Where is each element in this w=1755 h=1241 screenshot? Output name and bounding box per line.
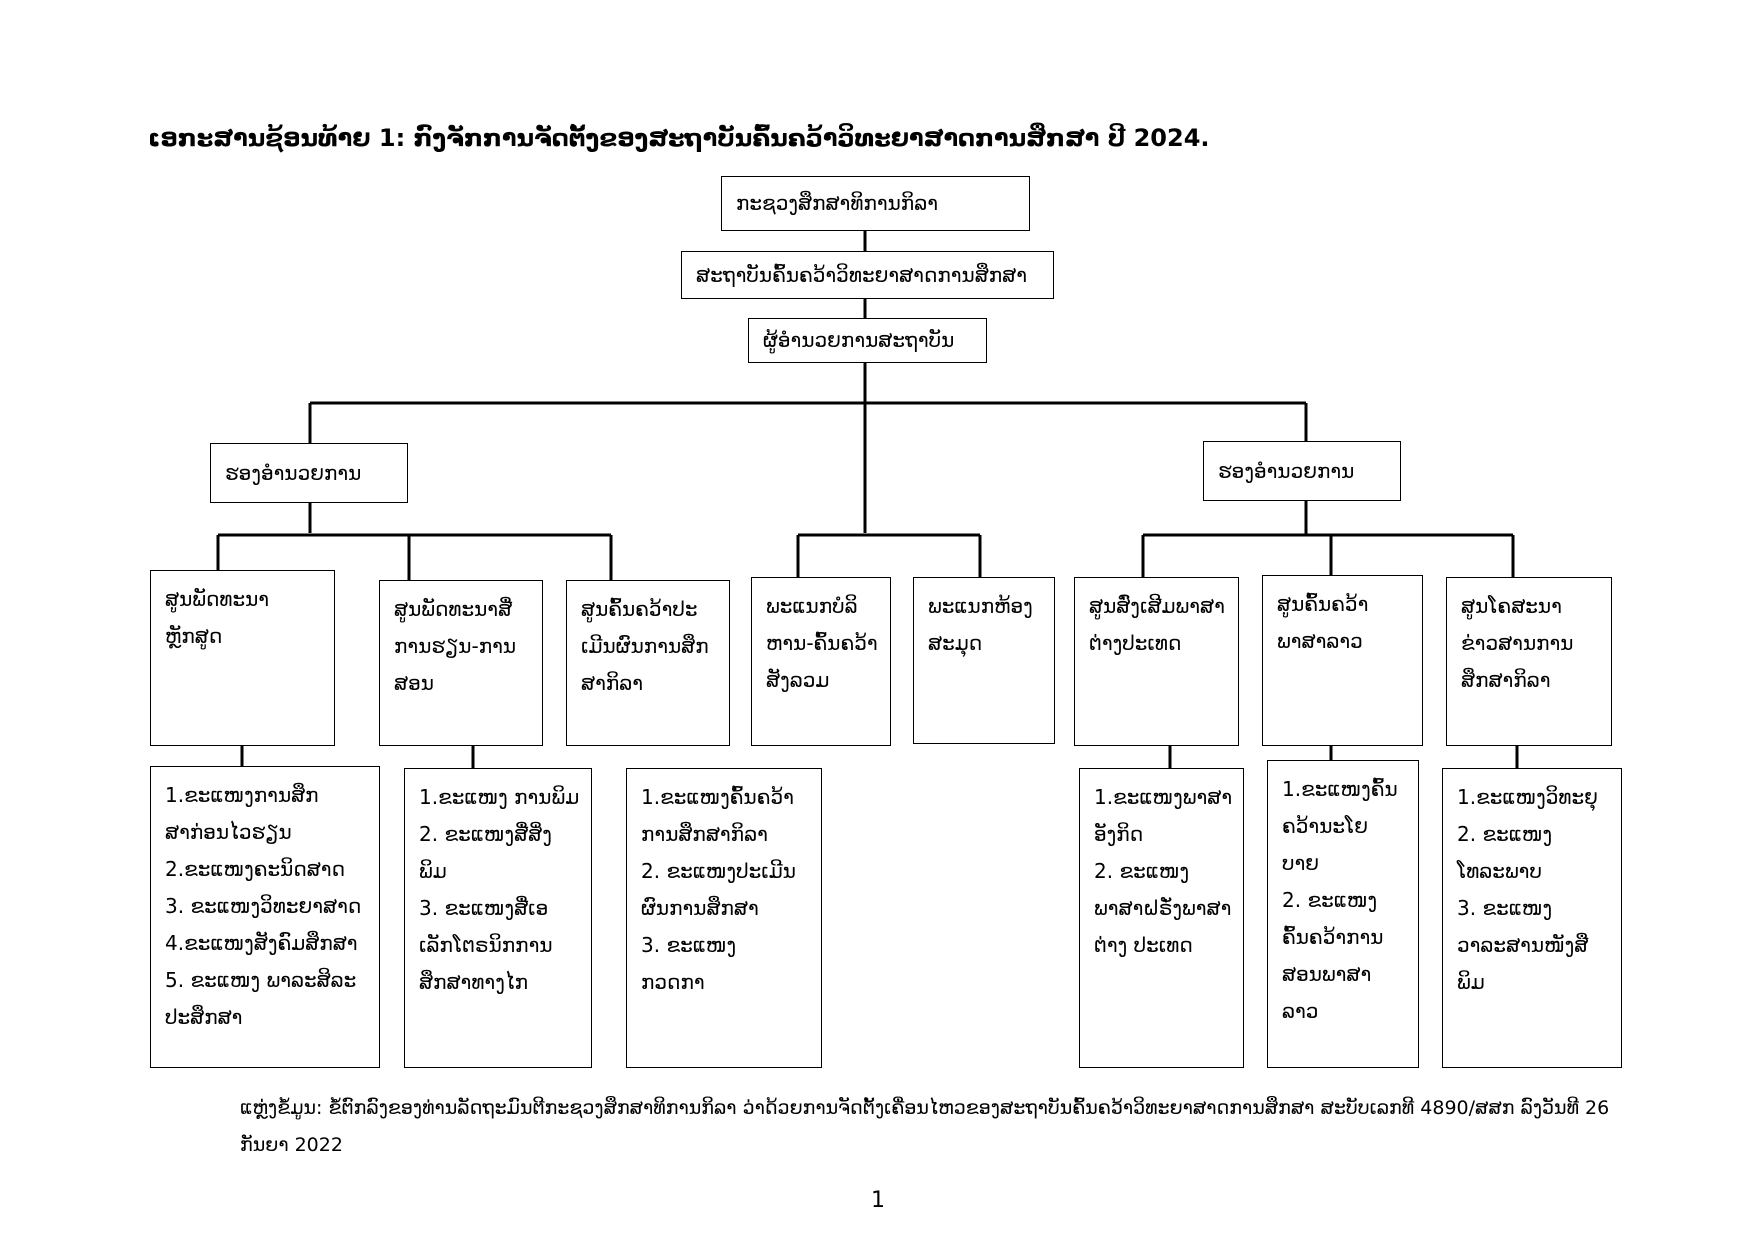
box-text: ສາກິລາ (581, 671, 644, 695)
box-text: ວາລະສານໜັງສື (1457, 933, 1589, 957)
deputy-director-right-box: ຮອງອຳນວຍການ (1203, 441, 1401, 501)
box-text: ການສຶກສາກິລາ (641, 822, 768, 846)
media-sections-box: 1.ຂະແໜງວິທະຍຸ 2. ຂະແໜງ ໂທລະພາບ 3. ຂະແໜງ … (1442, 768, 1622, 1068)
box-text: ປະສຶກສາ (165, 1005, 243, 1029)
box-text: ລາວ (1282, 999, 1319, 1023)
foreign-language-center-box: ສູນສົ່ງເສີມພາສາ ຕ່າງປະເທດ (1074, 577, 1239, 746)
admin-research-division-box: ພະແນກບໍລິ ຫານ-ຄົ້ນຄວ້າ ສັງລວມ (751, 577, 891, 746)
curriculum-sections-box: 1.ຂະແໜງການສຶກ ສາກ່ອນໄວຮຽນ 2.ຂະແໜງຄະນິດສາ… (150, 766, 380, 1068)
box-text: ຕ່າງ ປະເທດ (1094, 933, 1193, 957)
foreign-language-sections-box: 1.ຂະແໜງພາສາ ອັງກິດ 2. ຂະແໜງ ພາສາຝຣັ່ງພາສ… (1079, 768, 1244, 1068)
library-division-box: ພະແນກຫ້ອງ ສະມຸດ (913, 577, 1055, 744)
box-text: ສອນ (394, 671, 434, 695)
assessment-sections-box: 1.ຂະແໜງຄົ້ນຄວ້າ ການສຶກສາກິລາ 2. ຂະແໜງປະເ… (626, 768, 822, 1068)
lao-language-center-box: ສູນຄົ້ນຄວ້າ ພາສາລາວ (1262, 575, 1423, 746)
box-text: ສະມຸດ (928, 631, 983, 655)
box-text: ບາຍ (1282, 851, 1320, 875)
page-number: 1 (871, 1188, 885, 1213)
box-text: ຫຼັກສູດ (165, 624, 223, 648)
director-box: ຜູ້ອຳນວຍການສະຖາບັນ (748, 318, 987, 363)
box-text: 1.ຂະແໜງ ການພິມ (419, 785, 580, 809)
box-text: ສູນຄົ້ນຄວ້າປະ (581, 597, 698, 621)
box-text: ພະແນກຫ້ອງ (928, 594, 1033, 618)
box-text: ສູນພັດທະນາ (165, 587, 270, 611)
box-text: 4.ຂະແໜງສັງຄົມສຶກສາ (165, 931, 358, 955)
media-center-box: ສູນໂຄສະນາ ຂ່າວສານການ ສຶກສາກິລາ (1446, 577, 1612, 746)
box-text: 3. ຂະແໜງສື່ເອ (419, 896, 549, 920)
box-text: ຄວ້ານະໂຍ (1282, 814, 1368, 838)
box-text: ຜົນການສຶກສາ (641, 896, 759, 920)
box-text: 2. ຂະແໜງ (1094, 859, 1190, 883)
box-text: ຜູ້ອຳນວຍການສະຖາບັນ (763, 328, 955, 352)
box-text: 3. ຂະແໜງ (1457, 896, 1553, 920)
box-text: ສອນພາສາ (1282, 962, 1372, 986)
box-text: ພາສາລາວ (1277, 629, 1363, 653)
box-text: ສູນສົ່ງເສີມພາສາ (1089, 594, 1225, 618)
box-text: 2. ຂະແໜງ (1282, 888, 1378, 912)
box-text: ກວດກາ (641, 970, 705, 994)
box-text: 2.ຂະແໜງຄະນິດສາດ (165, 857, 345, 881)
box-text: ສູນຄົ້ນຄວ້າ (1277, 592, 1369, 616)
box-text: ສາກ່ອນໄວຮຽນ (165, 820, 292, 844)
box-text: ພິມ (1457, 970, 1485, 994)
box-text: 2. ຂະແໜງສື່ສິ່ງ (419, 822, 552, 846)
institute-box: ສະຖາບັນຄົ້ນຄວ້າວິທະຍາສາດການສຶກສາ (681, 251, 1054, 299)
deputy-director-left-box: ຮອງອຳນວຍການ (210, 443, 408, 503)
box-text: 1.ຂະແໜງການສຶກ (165, 783, 319, 807)
source-note: ແຫຼ່ງຂໍ້ມູນ: ຂໍ້ຕົກລົງຂອງທ່ານລັດຖະມົນຕີກ… (240, 1097, 1610, 1156)
teaching-media-center-box: ສູນພັດທະນາສື່ ການຮຽນ-ການ ສອນ (379, 580, 543, 746)
box-text: 1.ຂະແໜງວິທະຍຸ (1457, 785, 1598, 809)
box-text: ຄົ້ນຄວ້າການ (1282, 925, 1384, 949)
box-text: ຮອງອຳນວຍການ (1218, 458, 1355, 483)
box-text: 1.ຂະແໜງຄົ້ນຄວ້າ (641, 785, 794, 809)
ministry-box: ກະຊວງສຶກສາທິການກິລາ (721, 176, 1030, 231)
curriculum-center-box: ສູນພັດທະນາ ຫຼັກສູດ (150, 570, 335, 746)
box-text: ຂ່າວສານການ (1461, 631, 1574, 655)
box-text: ການຮຽນ-ການ (394, 634, 517, 658)
box-text: ອັງກິດ (1094, 822, 1144, 846)
box-text: 3. ຂະແໜງວິທະຍາສາດ (165, 894, 362, 918)
box-text: ສະຖາບັນຄົ້ນຄວ້າວິທະຍາສາດການສຶກສາ (696, 262, 1028, 287)
box-text: ເມີນຜົນການສຶກ (581, 634, 709, 658)
box-text: ຮອງອຳນວຍການ (225, 460, 362, 485)
box-text: ສຶກສາທາງໄກ (419, 970, 529, 994)
box-text: ຕ່າງປະເທດ (1089, 631, 1182, 655)
box-text: ສູນໂຄສະນາ (1461, 594, 1562, 618)
box-text: ສັງລວມ (766, 668, 830, 692)
box-text: 2. ຂະແໜງປະເມີນ (641, 859, 796, 883)
box-text: ພະແນກບໍລິ (766, 594, 858, 618)
document-title: ເອກະສານຊ້ອນທ້າຍ 1: ກົງຈັກການຈັດຕັ້ງຂອງສະ… (148, 124, 1210, 152)
box-text: 3. ຂະແໜງ (641, 933, 737, 957)
box-text: ພາສາຝຣັ່ງພາສາ (1094, 896, 1232, 920)
box-text: ສູນພັດທະນາສື່ (394, 597, 513, 621)
box-text: ໂທລະພາບ (1457, 859, 1542, 883)
box-text: 5. ຂະແໜງ ພາລະສິລະ (165, 968, 357, 992)
teaching-media-sections-box: 1.ຂະແໜງ ການພິມ 2. ຂະແໜງສື່ສິ່ງ ພິມ 3. ຂະ… (404, 768, 592, 1068)
assessment-center-box: ສູນຄົ້ນຄວ້າປະ ເມີນຜົນການສຶກ ສາກິລາ (566, 580, 730, 746)
box-text: 2. ຂະແໜງ (1457, 822, 1553, 846)
box-text: ເລັກໂຕຣນິກການ (419, 933, 553, 957)
lao-language-sections-box: 1.ຂະແໜງຄົ້ນ ຄວ້ານະໂຍ ບາຍ 2. ຂະແໜງ ຄົ້ນຄວ… (1267, 760, 1419, 1068)
box-text: ພິມ (419, 859, 447, 883)
box-text: 1.ຂະແໜງຄົ້ນ (1282, 777, 1398, 801)
box-text: ສຶກສາກິລາ (1461, 668, 1551, 692)
box-text: ກະຊວງສຶກສາທິການກິລາ (736, 191, 938, 215)
box-text: 1.ຂະແໜງພາສາ (1094, 785, 1233, 809)
box-text: ຫານ-ຄົ້ນຄວ້າ (766, 631, 878, 655)
